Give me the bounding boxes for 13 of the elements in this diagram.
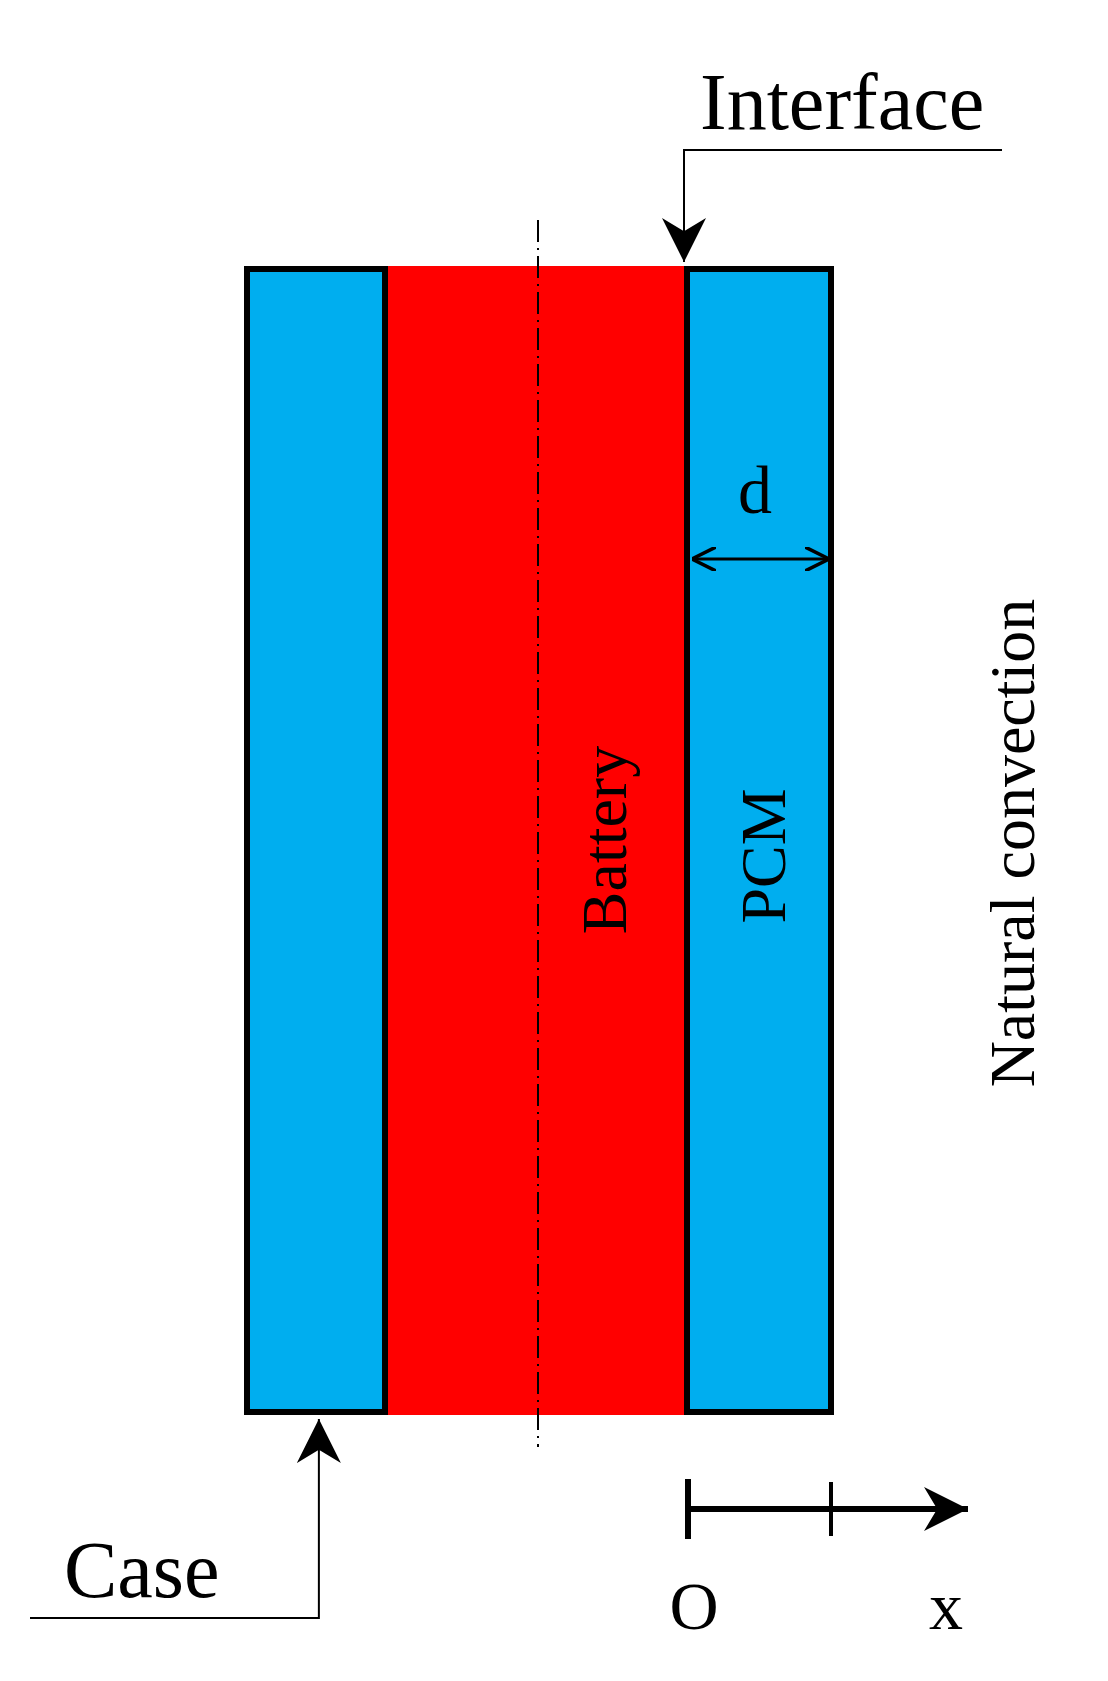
battery-cell [388,266,684,1415]
leader-line [662,149,1003,263]
pcm-layer [684,266,834,1415]
layer-label: Battery [573,745,638,935]
axis-label: x [929,1572,963,1640]
leader-line [29,1418,341,1619]
layer-label: PCM [731,788,796,924]
dimension-label: d [738,456,772,524]
case-wall [244,266,388,1415]
callout-label: Case [64,1526,220,1614]
origin-label: O [669,1572,719,1640]
callout-label: Interface [700,58,985,146]
boundary-label: Natural convection [980,598,1045,1088]
